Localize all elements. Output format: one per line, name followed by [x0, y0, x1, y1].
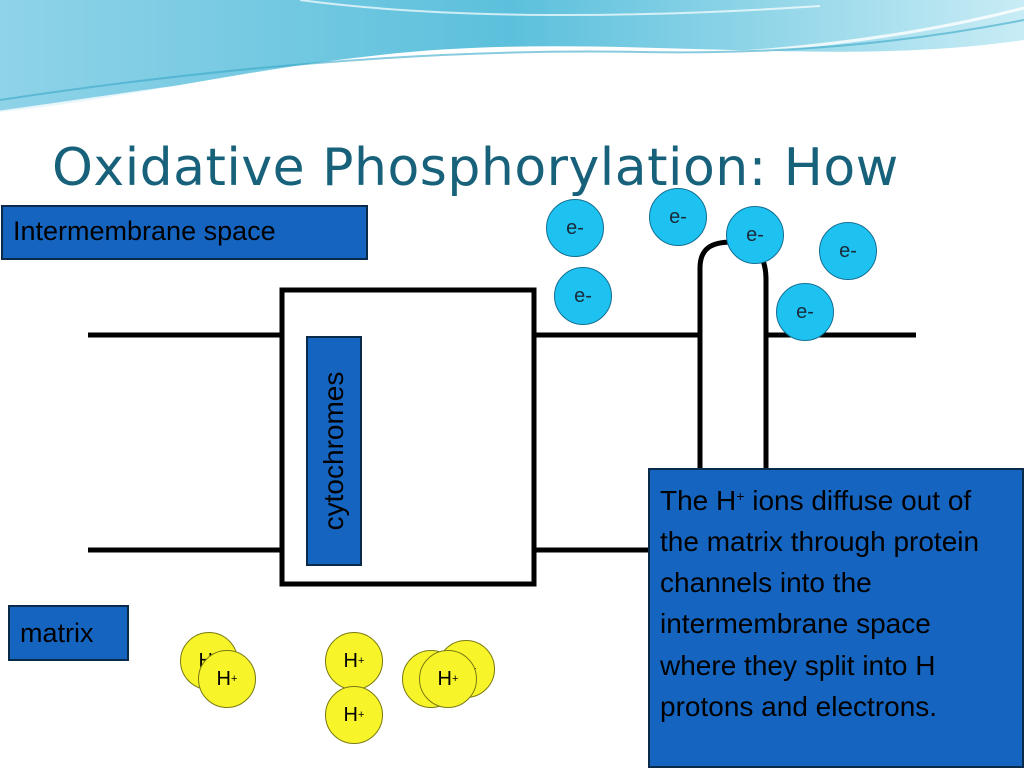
electron-circle: e-: [819, 222, 877, 280]
header-wave-decoration: [0, 0, 1024, 114]
proton-circle: H+: [325, 632, 383, 690]
electron-circle: e-: [649, 188, 707, 246]
slide-title: Oxidative Phosphorylation: How: [52, 138, 899, 198]
protein-channel: [697, 239, 769, 470]
note-text-start: The H: [660, 485, 737, 516]
note-superscript: +: [736, 488, 745, 504]
electron-circle: e-: [554, 267, 612, 325]
proton-label: H: [216, 667, 231, 690]
proton-circle: H+: [198, 650, 256, 708]
note-text-rest: ions diffuse out of the matrix through p…: [660, 485, 980, 722]
electron-circle: e-: [726, 206, 784, 264]
cytochromes-text: cytochromes: [318, 371, 350, 531]
proton-label: H: [343, 703, 358, 726]
intermembrane-space-label: Intermembrane space: [1, 205, 368, 260]
electron-circle: e-: [546, 199, 604, 257]
proton-label: H: [343, 649, 358, 672]
matrix-label: matrix: [8, 605, 129, 661]
explanation-note: The H+ ions diffuse out of the matrix th…: [648, 468, 1024, 768]
cytochromes-label: cytochromes: [306, 336, 362, 566]
proton-circle: H+: [419, 650, 477, 708]
proton-circle: H+: [325, 686, 383, 744]
electron-circle: e-: [776, 283, 834, 341]
proton-label: H: [437, 667, 452, 690]
